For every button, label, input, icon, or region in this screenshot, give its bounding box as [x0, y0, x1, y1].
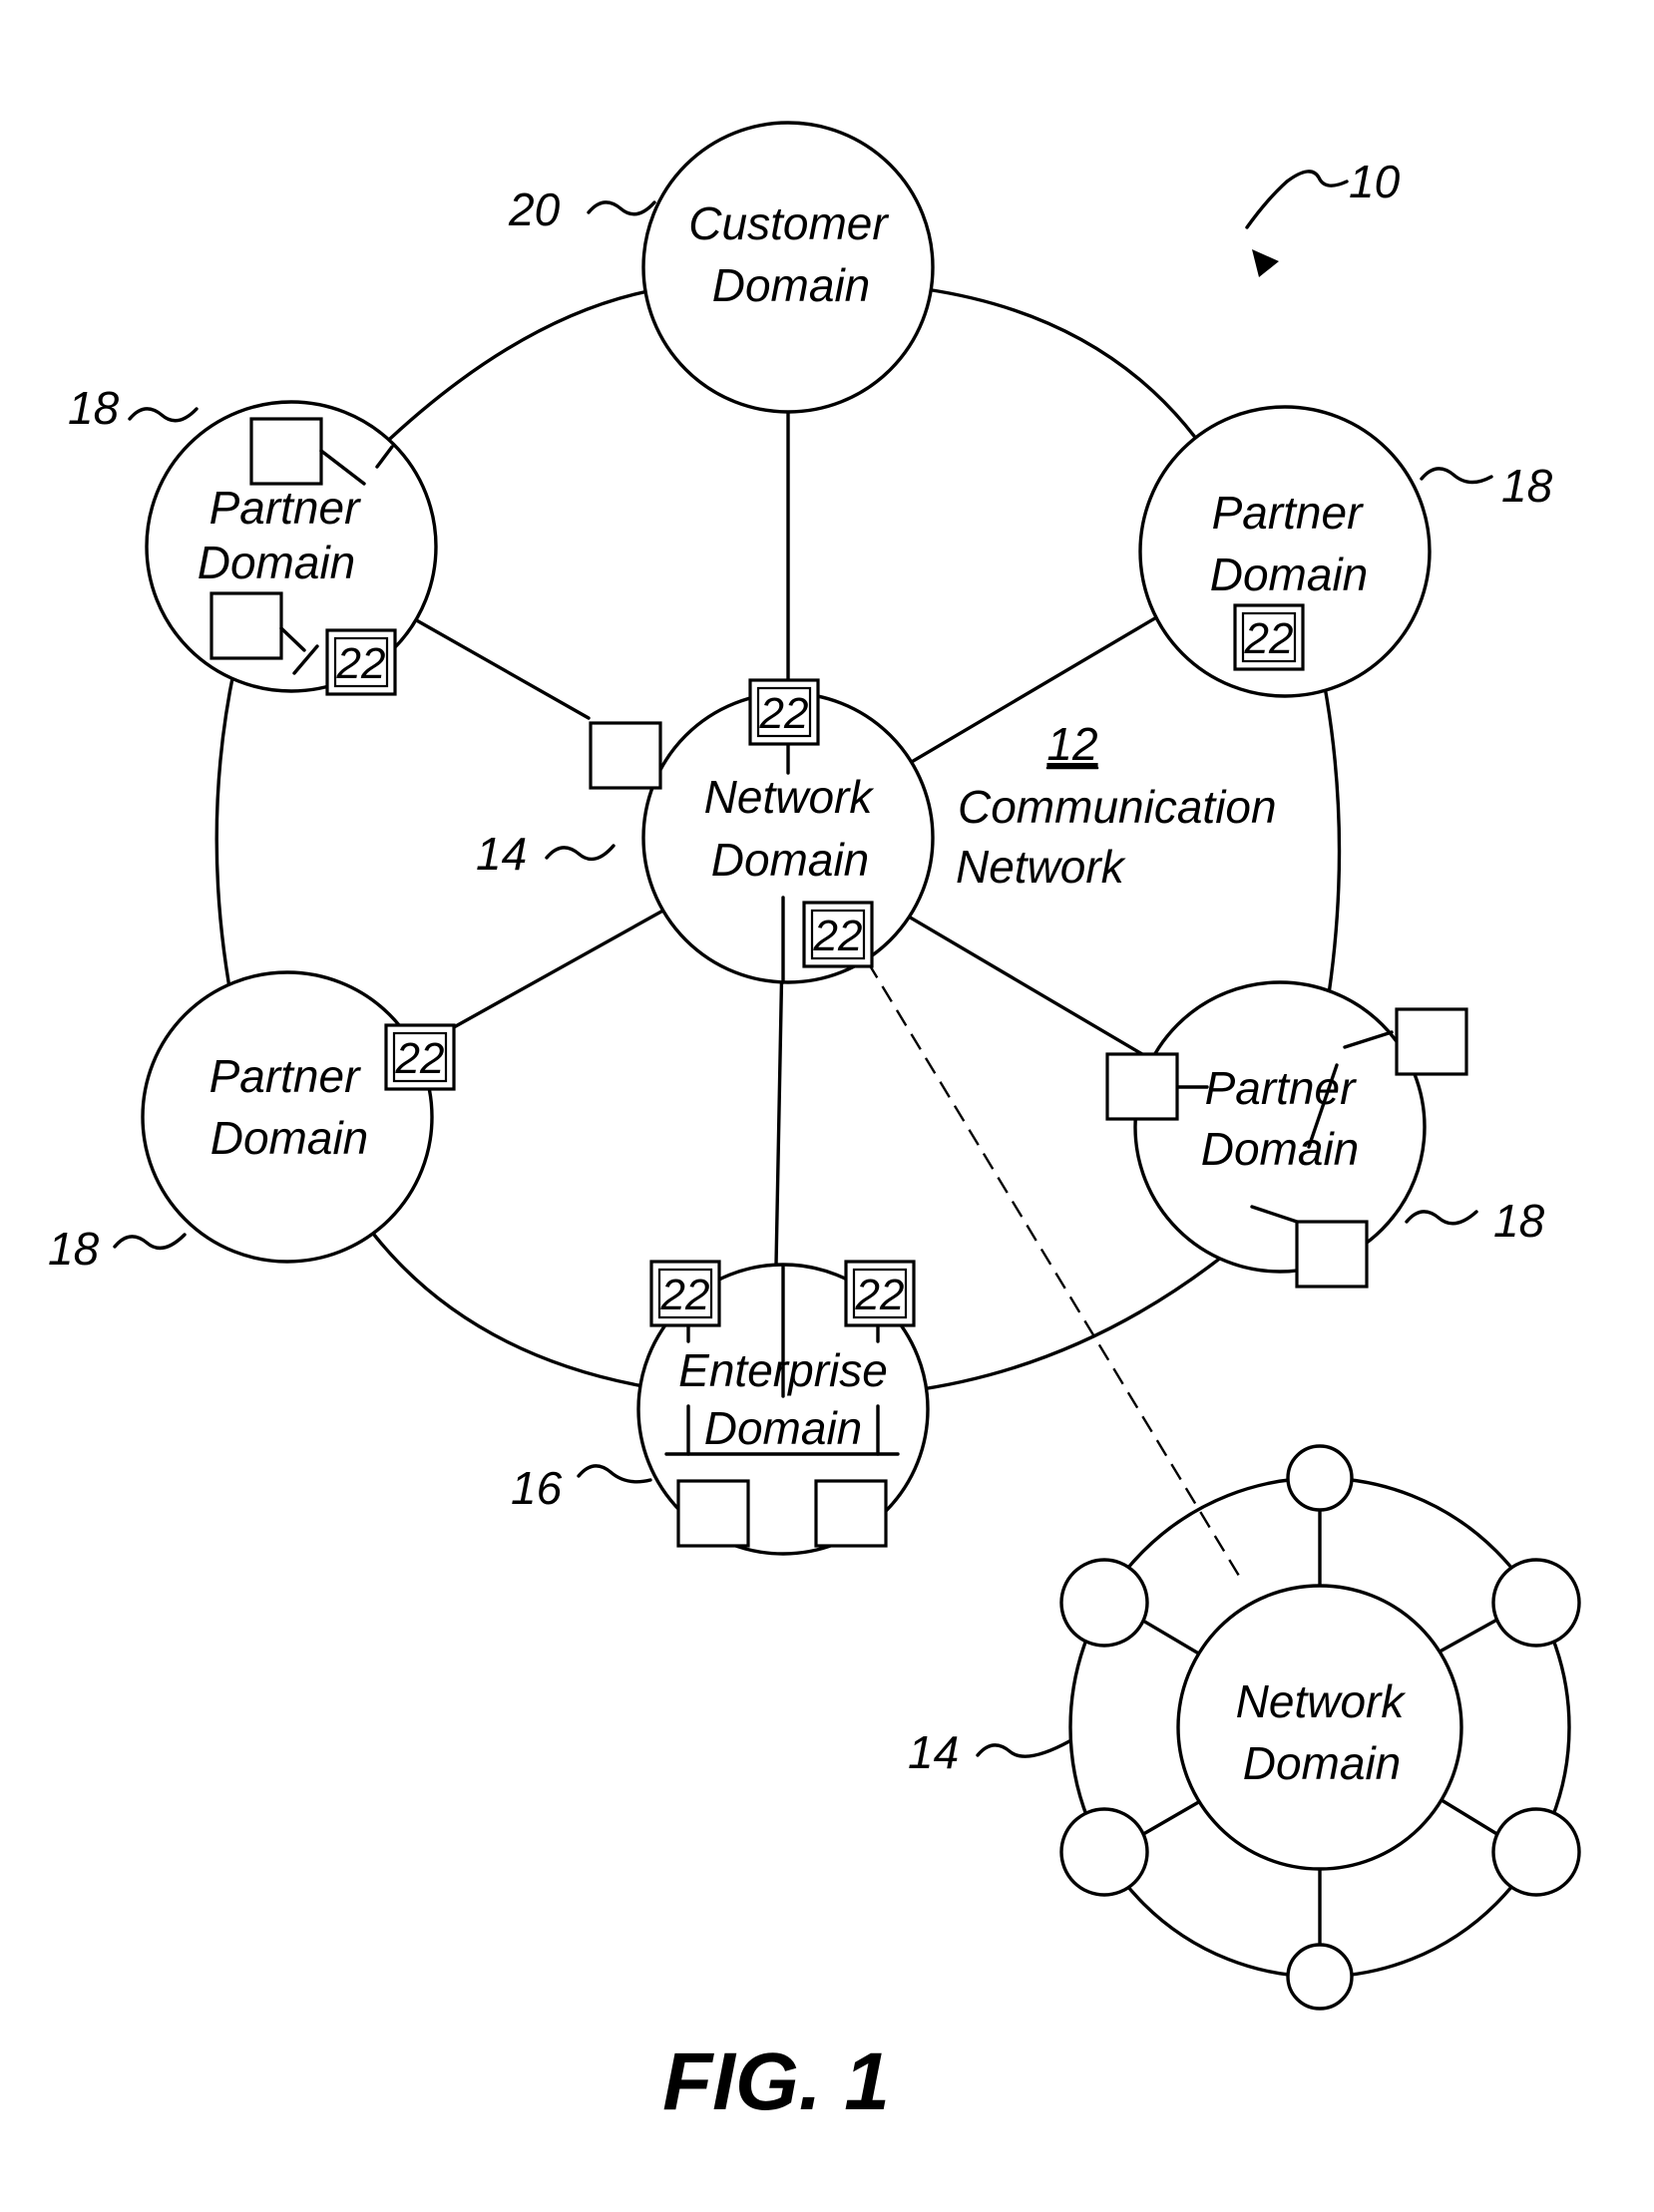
plain-box [1397, 1009, 1466, 1074]
partner-domain-br-line1: Partner [1205, 1062, 1358, 1114]
enterprise-domain-ref: 16 [511, 1462, 563, 1514]
partner-domain-br-line2: Domain [1201, 1123, 1360, 1175]
plain-box [251, 419, 321, 484]
system-ref-arrow [1247, 172, 1347, 227]
element-box-22: 22 [386, 1025, 454, 1089]
partner-domain-tr-ref: 18 [1501, 460, 1553, 512]
plain-box [816, 1481, 886, 1546]
partner-domain-tr-line1: Partner [1212, 487, 1365, 539]
detail-node [1493, 1809, 1579, 1895]
communication-network-line1: Communication [958, 781, 1277, 833]
enterprise-domain-label-line2: Domain [704, 1402, 863, 1454]
detail-node [1288, 1446, 1352, 1510]
partner-domain-bl-line2: Domain [210, 1112, 369, 1164]
partner-domain-bottom-left: Partner Domain 18 [48, 972, 432, 1275]
svg-text:22: 22 [660, 1271, 710, 1319]
element-boxes-22: 22 22 22 22 22 22 22 [327, 605, 1303, 1325]
partner-domain-bl-line1: Partner [209, 1050, 362, 1102]
element-box-22: 22 [651, 1262, 719, 1325]
partner-domain-tr-line2: Domain [1210, 549, 1369, 600]
partner-domain-top-right: Partner Domain 18 [1140, 407, 1553, 696]
enterprise-domain-label-line1: Enterprise [678, 1344, 888, 1396]
element-box-22: 22 [804, 903, 872, 966]
network-domain-ref: 14 [476, 828, 527, 880]
leader-line-14 [547, 846, 614, 859]
system-ref-10: 10 [1247, 156, 1401, 277]
customer-domain-label-line2: Domain [712, 259, 871, 311]
svg-text:22: 22 [813, 912, 863, 960]
svg-text:22: 22 [395, 1034, 445, 1083]
network-domain-label-line1: Network [704, 771, 875, 823]
detail-node [1061, 1560, 1147, 1646]
arrow-head [1252, 249, 1279, 277]
element-box-22: 22 [327, 630, 395, 694]
partner-domain-tl-line2: Domain [198, 537, 356, 588]
element-box-22: 22 [846, 1262, 914, 1325]
plain-box [591, 723, 660, 788]
partner-domain-bl-ref: 18 [48, 1223, 100, 1275]
svg-text:22: 22 [759, 689, 809, 738]
element-box-22: 22 [1235, 605, 1303, 669]
leader-line-14-detail [978, 1741, 1069, 1756]
customer-domain-label-line1: Customer [688, 197, 889, 249]
detail-network-domain: Network Domain 14 [908, 1446, 1579, 2009]
customer-domain-ref: 20 [508, 184, 561, 235]
communication-network-label: 12 Communication Network [956, 718, 1277, 893]
leader-line-18-br [1407, 1212, 1476, 1224]
leader-line-20 [589, 202, 654, 214]
svg-text:22: 22 [855, 1271, 905, 1319]
partner-domain-tl-line1: Partner [209, 482, 362, 534]
plain-box [1297, 1222, 1367, 1287]
partner-domain-br-ref: 18 [1493, 1195, 1545, 1247]
leader-line-18-tr [1422, 469, 1491, 483]
detail-inner-circle [1178, 1586, 1461, 1869]
communication-network-ref: 12 [1046, 718, 1097, 770]
detail-network-domain-ref: 14 [908, 1726, 959, 1778]
leader-line-18-bl [115, 1235, 185, 1248]
plain-box [211, 593, 281, 658]
svg-text:22: 22 [1244, 614, 1294, 663]
figure-caption: FIG. 1 [662, 2036, 890, 2127]
detail-node [1288, 1945, 1352, 2009]
leader-line-16 [579, 1466, 650, 1482]
element-box-22: 22 [750, 680, 818, 744]
customer-domain: Customer Domain 20 [508, 123, 933, 412]
partner-domain-tl-ref: 18 [68, 382, 120, 434]
detail-node [1493, 1560, 1579, 1646]
plain-box [1107, 1054, 1177, 1119]
leader-line-18-tl [130, 409, 197, 421]
svg-text:22: 22 [336, 639, 386, 688]
network-domain-label-line2: Domain [711, 834, 870, 886]
system-ref-label: 10 [1349, 156, 1401, 207]
detail-network-domain-line2: Domain [1243, 1737, 1402, 1789]
detail-network-domain-line1: Network [1236, 1675, 1407, 1727]
communication-network-line2: Network [956, 841, 1126, 893]
detail-node [1061, 1809, 1147, 1895]
plain-box [678, 1481, 748, 1546]
